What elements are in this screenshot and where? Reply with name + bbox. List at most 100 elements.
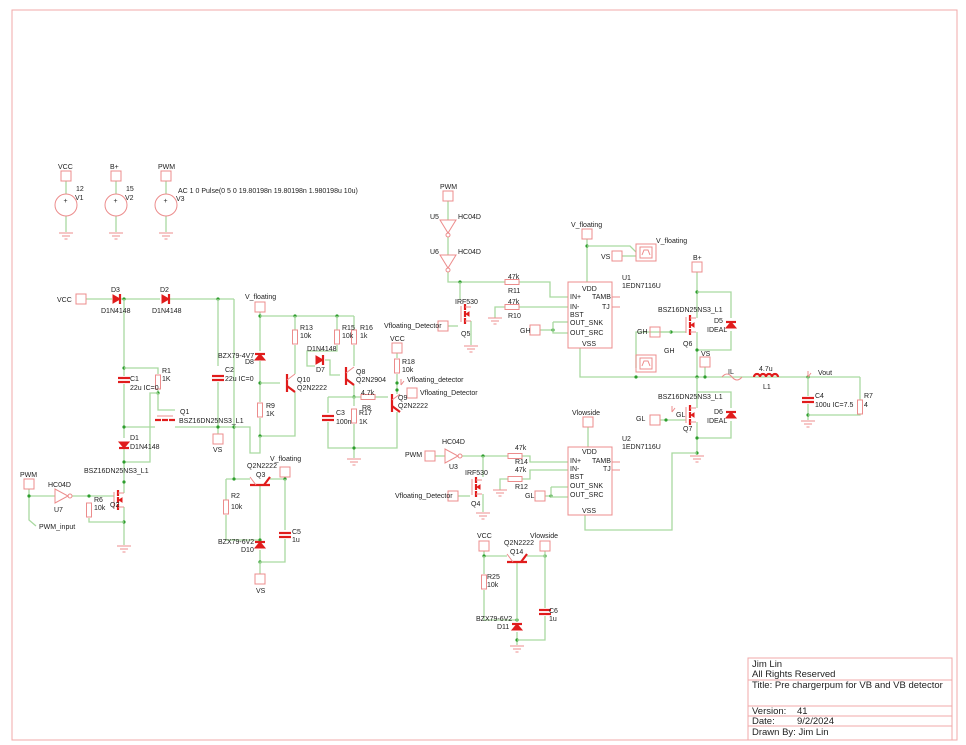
capacitor[interactable] bbox=[212, 374, 224, 382]
diode[interactable] bbox=[315, 355, 325, 365]
vlowside-port[interactable] bbox=[582, 416, 594, 428]
label-r14-ref: R14 bbox=[515, 459, 528, 466]
pwm-port[interactable] bbox=[23, 478, 35, 490]
resistor[interactable] bbox=[360, 394, 376, 400]
pwm-port[interactable] bbox=[424, 450, 436, 462]
capacitor[interactable] bbox=[802, 396, 814, 404]
pwm-port[interactable] bbox=[442, 190, 454, 202]
label-l1-val: 4.7u bbox=[759, 366, 773, 373]
label-v1-val: 12 bbox=[76, 186, 84, 193]
inverter[interactable] bbox=[439, 254, 457, 273]
resistor[interactable] bbox=[507, 476, 523, 482]
port-box bbox=[254, 573, 266, 585]
wire bbox=[552, 322, 568, 334]
mosfet[interactable] bbox=[685, 315, 696, 335]
voltage-source[interactable]: + bbox=[54, 193, 78, 217]
label-q10-val: Q2N2222 bbox=[297, 385, 327, 392]
gh-port[interactable] bbox=[529, 324, 541, 336]
diode[interactable] bbox=[117, 441, 131, 450]
voltage-source[interactable]: + bbox=[154, 193, 178, 217]
e bbox=[286, 385, 296, 393]
source-port[interactable] bbox=[160, 170, 172, 182]
resistor[interactable] bbox=[334, 329, 340, 345]
resistor[interactable] bbox=[292, 329, 298, 345]
vfloating-detector-port[interactable] bbox=[406, 387, 418, 399]
bjt-transistor[interactable] bbox=[506, 553, 528, 564]
inductor[interactable] bbox=[752, 372, 780, 378]
v-floating-port[interactable] bbox=[254, 301, 266, 313]
vfloating-detector-port[interactable] bbox=[447, 490, 459, 502]
port-box bbox=[699, 356, 711, 368]
bjt-transistor[interactable] bbox=[344, 366, 355, 386]
resistor[interactable] bbox=[504, 304, 520, 310]
voltage-probe-vfloating[interactable] bbox=[635, 243, 657, 262]
wire bbox=[234, 426, 261, 454]
label-u2-inm: IN- bbox=[570, 466, 580, 473]
resistor[interactable] bbox=[351, 408, 357, 424]
vcc-port[interactable] bbox=[75, 293, 87, 305]
resistor[interactable] bbox=[507, 453, 523, 459]
source-port[interactable] bbox=[60, 170, 72, 182]
gate-driver-u1[interactable] bbox=[567, 281, 613, 349]
label-u5-ref: U5 bbox=[430, 214, 439, 221]
label-v1-net: VCC bbox=[58, 164, 73, 171]
v-floating-port[interactable] bbox=[581, 228, 593, 240]
label-u1-inp: IN+ bbox=[570, 294, 581, 301]
diode[interactable] bbox=[724, 320, 738, 329]
resistor[interactable] bbox=[86, 502, 92, 518]
source-port[interactable] bbox=[110, 170, 122, 182]
gl-port[interactable] bbox=[534, 490, 546, 502]
d bbox=[510, 623, 524, 631]
gl-port[interactable] bbox=[649, 414, 661, 426]
mosfet[interactable] bbox=[685, 405, 696, 425]
resistor[interactable] bbox=[394, 358, 400, 374]
mosfet[interactable] bbox=[471, 477, 482, 497]
inverter[interactable] bbox=[439, 219, 457, 238]
vs-port[interactable] bbox=[212, 433, 224, 445]
capacitor[interactable] bbox=[539, 608, 551, 616]
resistor[interactable] bbox=[223, 499, 229, 515]
bjt-transistor[interactable] bbox=[249, 476, 271, 487]
diode[interactable] bbox=[161, 294, 171, 304]
voltage-source[interactable]: + bbox=[104, 193, 128, 217]
resistor[interactable] bbox=[481, 574, 487, 590]
diode[interactable] bbox=[112, 294, 122, 304]
capacitor[interactable] bbox=[322, 414, 334, 422]
resistor[interactable] bbox=[504, 279, 520, 285]
d bbox=[724, 321, 738, 329]
resistor[interactable] bbox=[351, 329, 357, 345]
zener-diode[interactable] bbox=[253, 540, 267, 549]
vfloating-detector-port[interactable] bbox=[437, 320, 449, 332]
label-d10-val: BZX79-6V2 bbox=[218, 539, 254, 546]
zener-diode[interactable] bbox=[510, 622, 524, 631]
voltage-probe-gh[interactable] bbox=[635, 354, 657, 373]
vs-port[interactable] bbox=[611, 250, 623, 262]
label-d6-ref: D6 bbox=[714, 409, 723, 416]
vs-port[interactable] bbox=[254, 573, 266, 585]
label-c1-ref: C1 bbox=[130, 376, 139, 383]
bjt-transistor[interactable] bbox=[285, 373, 296, 393]
diode[interactable] bbox=[724, 410, 738, 419]
ground-icon bbox=[801, 420, 815, 428]
resistor[interactable] bbox=[155, 374, 161, 390]
inverter[interactable] bbox=[444, 448, 463, 464]
capacitor[interactable] bbox=[279, 531, 291, 539]
inverter[interactable] bbox=[54, 488, 73, 504]
vcc-port[interactable] bbox=[391, 342, 403, 354]
b-plus-port[interactable] bbox=[691, 261, 703, 273]
mosfet[interactable] bbox=[113, 490, 124, 510]
vlowside-port[interactable] bbox=[539, 540, 551, 552]
resistor[interactable] bbox=[857, 399, 863, 415]
resistor[interactable] bbox=[257, 402, 263, 418]
zener-diode[interactable] bbox=[253, 352, 267, 361]
bjt-transistor[interactable] bbox=[390, 393, 401, 413]
v-floating-port[interactable] bbox=[279, 466, 291, 478]
vs-port[interactable] bbox=[699, 356, 711, 368]
mosfet[interactable] bbox=[460, 304, 471, 324]
gh-port[interactable] bbox=[649, 326, 661, 338]
vcc-port[interactable] bbox=[478, 540, 490, 552]
mosfet[interactable] bbox=[155, 415, 175, 422]
capacitor[interactable] bbox=[118, 376, 130, 384]
date: 9/2/2024 bbox=[797, 716, 834, 727]
gate-driver-u2[interactable] bbox=[567, 446, 613, 516]
